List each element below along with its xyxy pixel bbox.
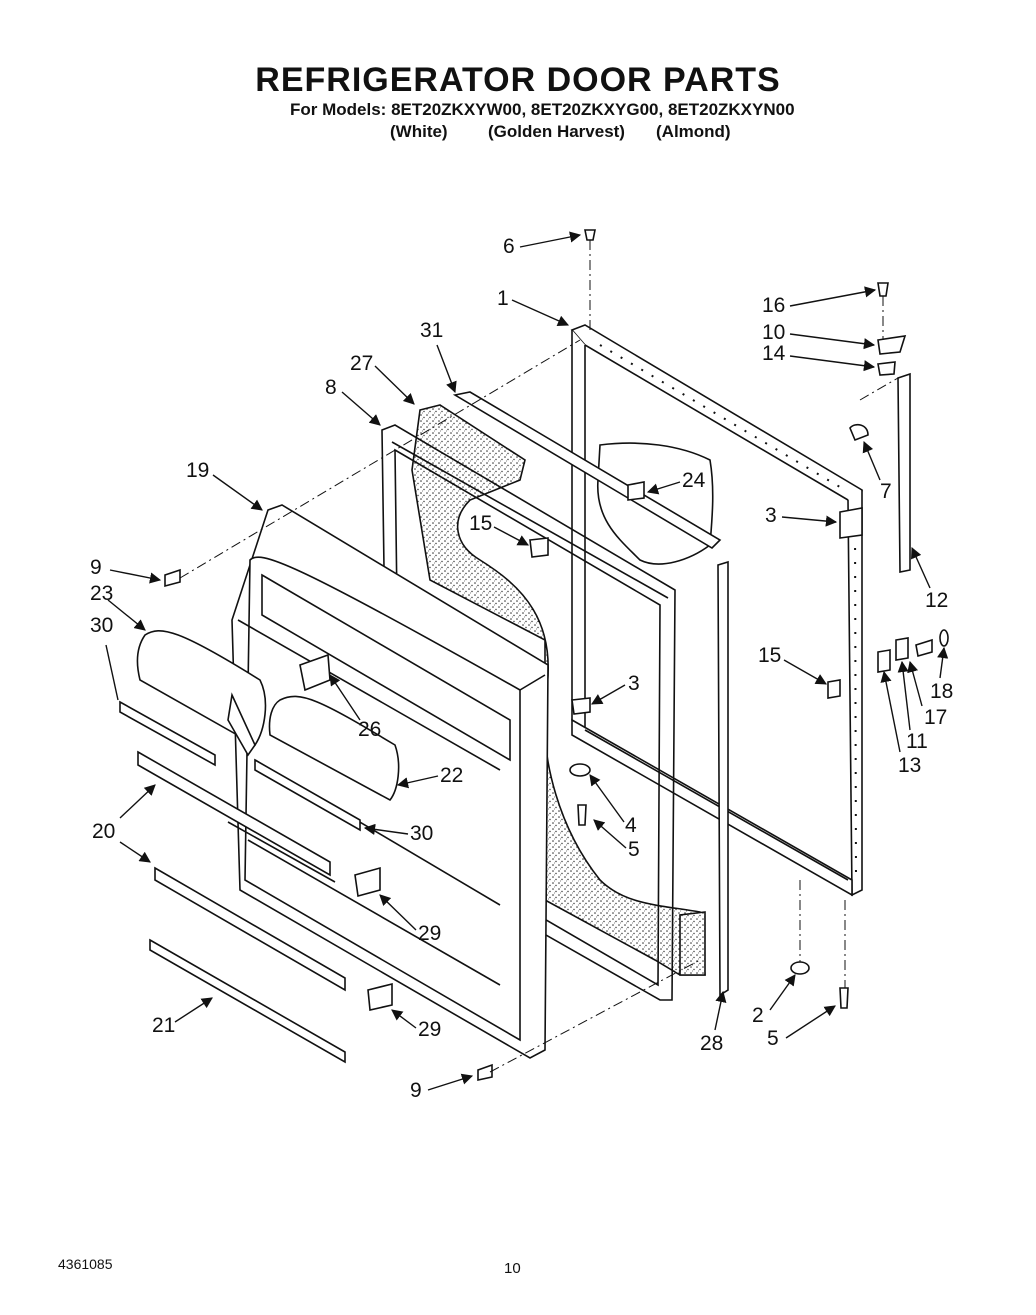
model-code-white: 8ET20ZKXYW00, (391, 100, 527, 119)
door-assembly (119, 229, 949, 1081)
svg-text:18: 18 (930, 680, 953, 703)
svg-text:23: 23 (90, 582, 113, 605)
svg-text:11: 11 (906, 730, 928, 753)
svg-text:5: 5 (767, 1027, 779, 1050)
svg-text:16: 16 (762, 294, 785, 317)
page-number: 10 (504, 1260, 521, 1277)
model-code-golden: 8ET20ZKXYG00, (530, 100, 664, 119)
svg-text:1: 1 (497, 287, 509, 310)
gasket-strip (717, 560, 729, 997)
callout-7: 7 (862, 440, 892, 503)
color-almond: (Almond) (656, 122, 731, 141)
callout-18: 18 (930, 646, 953, 703)
callout-20: 20 (92, 784, 156, 863)
svg-text:30: 30 (410, 822, 433, 845)
breaker-strip (452, 391, 722, 550)
header: REFRIGERATOR DOOR PARTS (0, 60, 1036, 100)
callout-19: 19 (186, 459, 263, 511)
door-bin-upper (119, 629, 267, 767)
callout-14: 14 (762, 342, 876, 372)
svg-text:15: 15 (469, 512, 492, 535)
callout-9a: 9 (90, 556, 162, 584)
callout-9b: 9 (410, 1073, 474, 1102)
models-prefix: For Models: (290, 100, 387, 119)
svg-text:10: 10 (762, 321, 785, 344)
callout-11: 11 (897, 660, 928, 753)
color-white: (White) (390, 122, 448, 141)
svg-text:3: 3 (765, 504, 777, 527)
callout-22: 22 (396, 764, 463, 789)
callout-27: 27 (350, 352, 415, 405)
svg-text:2: 2 (752, 1004, 764, 1027)
callout-30a: 30 (90, 614, 119, 701)
svg-text:27: 27 (350, 352, 373, 375)
callout-15a: 15 (469, 512, 529, 546)
callout-24: 24 (646, 469, 706, 495)
svg-text:21: 21 (152, 1014, 175, 1037)
svg-text:4: 4 (625, 814, 637, 837)
svg-text:7: 7 (880, 480, 892, 503)
callout-5b: 5 (767, 1005, 836, 1050)
page-title: REFRIGERATOR DOOR PARTS (255, 61, 781, 99)
callout-30b: 30 (363, 822, 433, 845)
svg-text:31: 31 (420, 319, 443, 342)
callout-29a: 29 (379, 894, 441, 945)
callout-15b: 15 (758, 644, 827, 685)
callout-16: 16 (762, 286, 877, 317)
svg-text:24: 24 (682, 469, 706, 492)
svg-text:19: 19 (186, 459, 209, 482)
svg-text:8: 8 (325, 376, 337, 399)
assembly-lines (179, 240, 899, 1073)
svg-text:14: 14 (762, 342, 786, 365)
svg-text:30: 30 (90, 614, 113, 637)
hardware-parts (164, 229, 949, 1081)
svg-text:22: 22 (440, 764, 463, 787)
svg-text:20: 20 (92, 820, 115, 843)
callout-labels: 1 2 3 3 4 5 5 6 7 8 9 9 10 11 12 13 14 1… (90, 231, 953, 1102)
callout-2: 2 (752, 974, 796, 1027)
callout-29b: 29 (391, 1009, 441, 1041)
callout-1: 1 (497, 287, 570, 327)
callout-13: 13 (880, 670, 921, 777)
model-code-almond: 8ET20ZKXYN00 (667, 100, 795, 119)
callout-6: 6 (503, 231, 582, 258)
callout-31: 31 (420, 319, 457, 394)
models-line: For Models: 8ET20ZKXYW00, 8ET20ZKXYG00, … (290, 100, 795, 120)
svg-text:6: 6 (503, 235, 515, 258)
document-number: 4361085 (58, 1256, 113, 1272)
callout-3b: 3 (591, 672, 640, 705)
callout-26: 26 (329, 674, 381, 741)
door-bin-lower (254, 695, 400, 832)
svg-text:17: 17 (924, 706, 947, 729)
hinge-rod (897, 372, 911, 573)
svg-text:15: 15 (758, 644, 781, 667)
callout-17: 17 (907, 660, 947, 729)
svg-text:9: 9 (410, 1079, 422, 1102)
svg-text:29: 29 (418, 922, 441, 945)
callout-28: 28 (700, 990, 727, 1055)
callout-21: 21 (152, 997, 213, 1037)
svg-text:29: 29 (418, 1018, 441, 1041)
color-golden: (Golden Harvest) (488, 122, 625, 141)
callout-3a: 3 (765, 504, 838, 527)
callout-10: 10 (762, 321, 876, 350)
svg-text:3: 3 (628, 672, 640, 695)
callout-23: 23 (90, 582, 146, 631)
outer-door-panel (570, 324, 863, 897)
svg-text:9: 9 (90, 556, 102, 579)
callout-12: 12 (911, 546, 948, 612)
svg-text:26: 26 (358, 718, 381, 741)
shelf-bars (137, 750, 346, 1064)
svg-text:12: 12 (925, 589, 948, 612)
callout-8: 8 (325, 376, 381, 426)
svg-text:5: 5 (628, 838, 640, 861)
callout-5a: 5 (593, 819, 640, 861)
svg-text:28: 28 (700, 1032, 723, 1055)
svg-text:13: 13 (898, 754, 921, 777)
callout-4: 4 (589, 774, 637, 837)
